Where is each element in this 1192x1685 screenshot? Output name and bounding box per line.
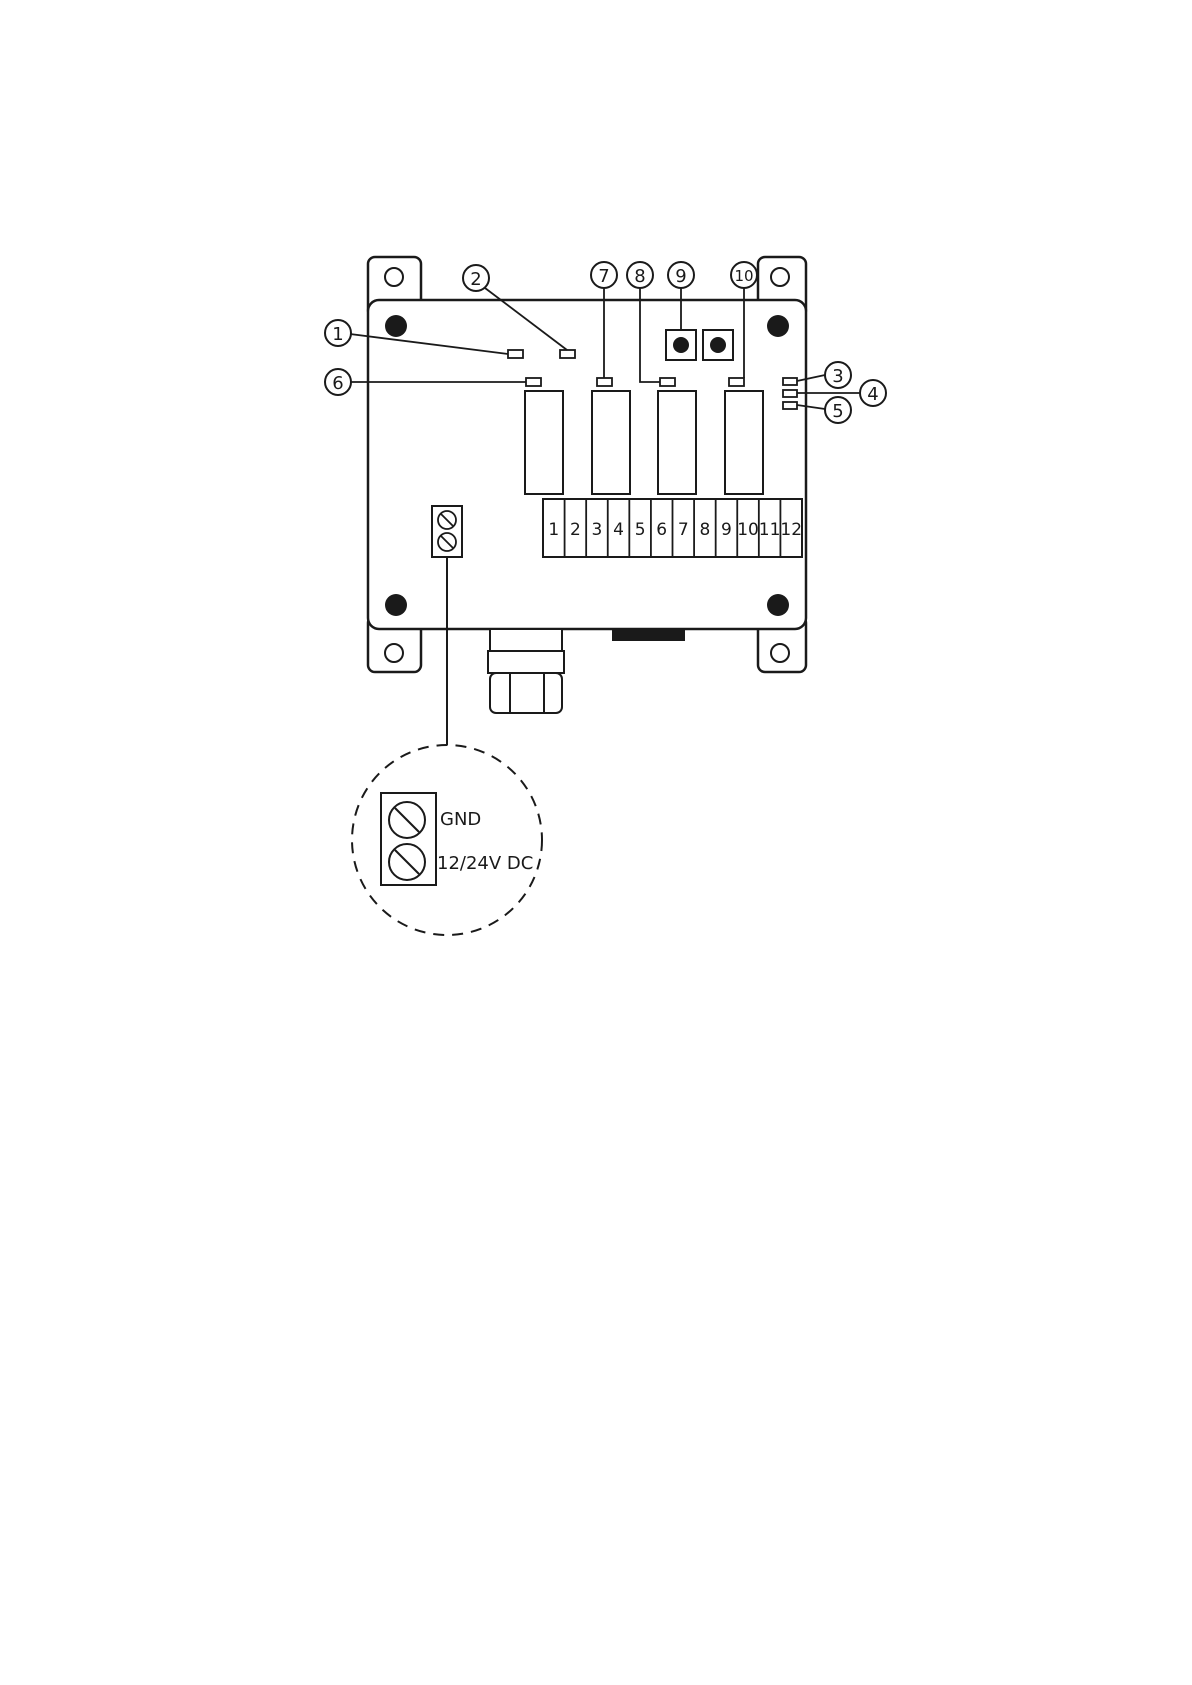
- led-2: [560, 350, 575, 358]
- callout-6: 6: [332, 373, 343, 394]
- relay-2: [592, 391, 630, 494]
- callout-8: 8: [634, 266, 645, 287]
- terminal-10-label: 10: [737, 520, 759, 540]
- supply-label: 12/24V DC: [437, 853, 533, 874]
- callout-9: 9: [675, 266, 686, 287]
- callout-4: 4: [867, 384, 878, 405]
- terminal-3-label: 3: [592, 520, 603, 540]
- terminal-8-label: 8: [699, 520, 710, 540]
- terminal-2-label: 2: [570, 520, 581, 540]
- terminal-1-label: 1: [548, 520, 559, 540]
- led-8: [660, 378, 675, 386]
- terminal-6-label: 6: [656, 520, 667, 540]
- relay-1: [525, 391, 563, 494]
- led-1: [508, 350, 523, 358]
- callout-1: 1: [332, 324, 343, 345]
- led-3: [783, 378, 797, 385]
- callout-5: 5: [832, 401, 843, 422]
- terminal-12-label: 12: [780, 520, 802, 540]
- gnd-label: GND: [440, 809, 481, 830]
- led-4: [783, 390, 797, 397]
- callout-2: 2: [470, 269, 481, 290]
- terminal-11-label: 11: [759, 520, 781, 540]
- relay-4: [725, 391, 763, 494]
- cable-gland: [488, 629, 564, 713]
- power-terminal-board: [432, 506, 462, 557]
- relay-3: [658, 391, 696, 494]
- bottom-connector: [612, 629, 685, 641]
- led-6: [526, 378, 541, 386]
- terminal-9-label: 9: [721, 520, 732, 540]
- led-7: [597, 378, 612, 386]
- led-10: [729, 378, 744, 386]
- callout-7: 7: [598, 266, 609, 287]
- terminal-7-label: 7: [678, 520, 689, 540]
- terminal-5-label: 5: [635, 520, 646, 540]
- callout-3: 3: [832, 366, 843, 387]
- power-terminal-detail: [381, 793, 436, 885]
- led-5: [783, 402, 797, 409]
- callout-10: 10: [734, 267, 753, 285]
- terminal-4-label: 4: [613, 520, 624, 540]
